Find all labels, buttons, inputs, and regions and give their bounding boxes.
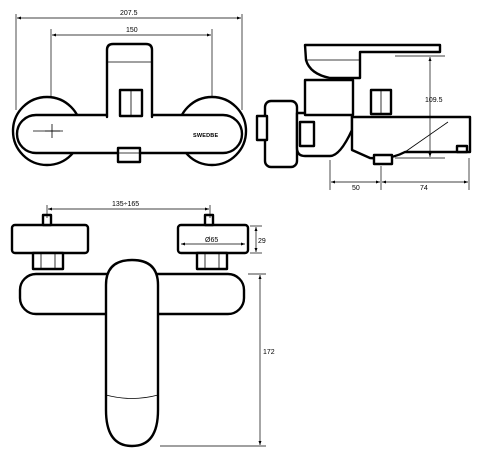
dim-height-right: 109.5	[425, 97, 443, 104]
top-view: 135÷165 Ø65 29 172	[10, 201, 275, 448]
dim-height-small: 29	[258, 238, 266, 245]
top-lever	[104, 258, 160, 448]
side-view: 109.5 50 74	[255, 43, 472, 192]
dim-height-total: 172	[263, 349, 275, 356]
dim-depth-b: 74	[420, 185, 428, 192]
dim-overall-width: 207.5	[120, 10, 138, 17]
left-nut	[10, 223, 90, 255]
dim-inner-width: 150	[126, 27, 138, 34]
front-view: SWEDBE 207.5 150	[11, 10, 248, 167]
dim-diameter: Ø65	[205, 237, 218, 244]
brand-label: SWEDBE	[193, 133, 218, 139]
dim-centers-range: 135÷165	[112, 201, 139, 208]
outlet	[116, 146, 142, 164]
side-handle	[303, 43, 442, 80]
side-spout	[350, 115, 472, 160]
dim-depth-a: 50	[352, 185, 360, 192]
